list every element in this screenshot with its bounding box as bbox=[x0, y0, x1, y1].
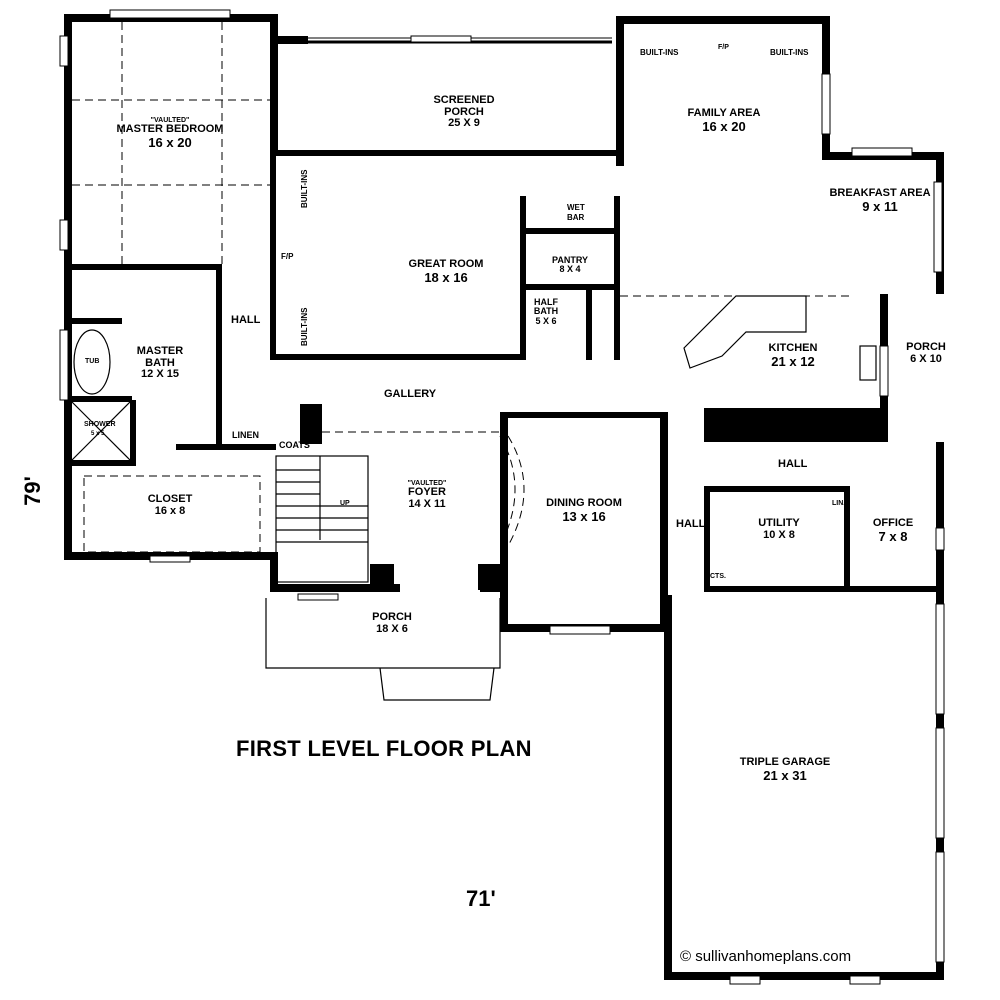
master-bedroom-name: MASTER BEDROOM bbox=[116, 123, 224, 136]
room-master-bedroom: "VAULTED" MASTER BEDROOM 16 x 20 bbox=[117, 117, 224, 150]
overall-depth-dimension: 79' bbox=[19, 476, 45, 506]
room-screened-porch: SCREENED PORCH 25 X 9 bbox=[433, 94, 495, 130]
room-rear-porch: PORCH 6 X 10 bbox=[906, 341, 946, 365]
half-bath-line2: BATH bbox=[533, 306, 559, 317]
label-cts: CTS. bbox=[710, 573, 726, 580]
kitchen-name: KITCHEN bbox=[768, 342, 818, 354]
label-shower: SHOWER bbox=[84, 421, 116, 428]
pantry-name: PANTRY bbox=[552, 255, 588, 265]
room-foyer: "VAULTED" FOYER 14 X 11 bbox=[408, 480, 447, 510]
room-office: OFFICE 7 x 8 bbox=[872, 517, 914, 544]
label-built-ins-upper: BUILT-INS bbox=[300, 169, 309, 208]
label-fp-family: F/P bbox=[718, 44, 729, 51]
label-tub: TUB bbox=[85, 358, 100, 365]
great-room-name: GREAT ROOM bbox=[408, 258, 484, 270]
room-front-porch: PORCH 18 X 6 bbox=[372, 611, 412, 635]
exterior-walls bbox=[64, 14, 944, 980]
room-great-room: GREAT ROOM 18 x 16 bbox=[408, 258, 484, 285]
label-fp-great-room: F/P bbox=[281, 252, 294, 261]
room-master-bath: MASTER BATH 12 X 15 bbox=[136, 345, 184, 381]
overall-width-dimension: 71' bbox=[466, 886, 496, 911]
screened-porch-line2: PORCH bbox=[444, 105, 484, 118]
room-closet: CLOSET 16 x 8 bbox=[147, 493, 193, 517]
office-size: 7 x 8 bbox=[878, 528, 908, 544]
front-porch-size: 18 X 6 bbox=[376, 622, 408, 635]
label-linen: LINEN bbox=[232, 430, 259, 440]
room-breakfast-area: BREAKFAST AREA 9 x 11 bbox=[829, 187, 931, 214]
triple-garage-size: 21 x 31 bbox=[763, 767, 807, 783]
kitchen-size: 21 x 12 bbox=[771, 353, 815, 369]
label-stairs-up: UP bbox=[340, 500, 350, 507]
label-bar: BAR bbox=[567, 213, 585, 222]
windows bbox=[59, 9, 945, 985]
plan-title: FIRST LEVEL FLOOR PLAN bbox=[236, 736, 532, 761]
label-hall-kitchen: HALL bbox=[778, 458, 808, 470]
kitchen-island bbox=[683, 295, 877, 381]
breakfast-area-size: 9 x 11 bbox=[862, 198, 898, 214]
room-triple-garage: TRIPLE GARAGE 21 x 31 bbox=[739, 756, 831, 783]
office-name: OFFICE bbox=[872, 517, 914, 529]
screened-porch-line1: SCREENED bbox=[433, 94, 495, 106]
label-wet: WET bbox=[567, 203, 585, 212]
rear-porch-name: PORCH bbox=[906, 341, 946, 353]
master-bedroom-size: 16 x 20 bbox=[148, 134, 192, 150]
copyright-notice: © sullivanhomeplans.com bbox=[680, 948, 852, 965]
label-hall-master: HALL bbox=[231, 314, 261, 326]
ceiling-lines bbox=[72, 22, 850, 553]
family-area-name: FAMILY AREA bbox=[687, 107, 761, 119]
interior-walls bbox=[72, 150, 936, 592]
screened-porch-size: 25 X 9 bbox=[448, 117, 480, 130]
label-gallery: GALLERY bbox=[384, 388, 437, 400]
room-family-area: FAMILY AREA 16 x 20 bbox=[687, 107, 761, 134]
label-lin: LIN. bbox=[832, 500, 846, 507]
master-bath-line2: BATH bbox=[145, 356, 175, 369]
label-built-ins-family-right: BUILT-INS bbox=[770, 48, 809, 57]
room-utility: UTILITY 10 X 8 bbox=[758, 517, 800, 541]
dining-room-name: DINING ROOM bbox=[546, 497, 622, 509]
foyer-note: "VAULTED" bbox=[407, 480, 447, 487]
room-half-bath: HALF BATH 5 X 6 bbox=[533, 297, 559, 326]
triple-garage-name: TRIPLE GARAGE bbox=[739, 756, 831, 768]
half-bath-size: 5 X 6 bbox=[535, 315, 557, 326]
family-area-size: 16 x 20 bbox=[702, 118, 746, 134]
master-bath-line1: MASTER bbox=[136, 345, 184, 357]
great-room-size: 18 x 16 bbox=[424, 269, 468, 285]
room-kitchen: KITCHEN 21 x 12 bbox=[768, 342, 818, 369]
dining-room-size: 13 x 16 bbox=[562, 508, 606, 524]
utility-size: 10 X 8 bbox=[763, 528, 795, 541]
closet-name: CLOSET bbox=[147, 493, 193, 505]
label-built-ins-lower: BUILT-INS bbox=[300, 307, 309, 346]
foyer-size: 14 X 11 bbox=[408, 497, 446, 510]
label-hall-utility: HALL bbox=[676, 518, 706, 530]
label-coats: COATS bbox=[279, 440, 310, 450]
staircase bbox=[275, 455, 369, 583]
closet-size: 16 x 8 bbox=[154, 504, 186, 517]
breakfast-area-name: BREAKFAST AREA bbox=[829, 187, 931, 199]
room-dining-room: DINING ROOM 13 x 16 bbox=[546, 497, 622, 524]
pantry-size: 8 X 4 bbox=[559, 264, 581, 275]
label-shower-size: 5 x 5 bbox=[91, 431, 105, 437]
rear-porch-size: 6 X 10 bbox=[910, 352, 942, 365]
label-built-ins-family-left: BUILT-INS bbox=[640, 48, 679, 57]
front-porch-outline bbox=[265, 564, 502, 701]
utility-name: UTILITY bbox=[758, 517, 800, 529]
front-porch-name: PORCH bbox=[372, 611, 412, 623]
master-bath-size: 12 X 15 bbox=[141, 368, 179, 381]
half-bath-line1: HALF bbox=[533, 297, 558, 307]
master-bedroom-note: "VAULTED" bbox=[150, 117, 190, 124]
room-pantry: PANTRY 8 X 4 bbox=[552, 255, 588, 275]
foyer-name: FOYER bbox=[408, 486, 446, 499]
